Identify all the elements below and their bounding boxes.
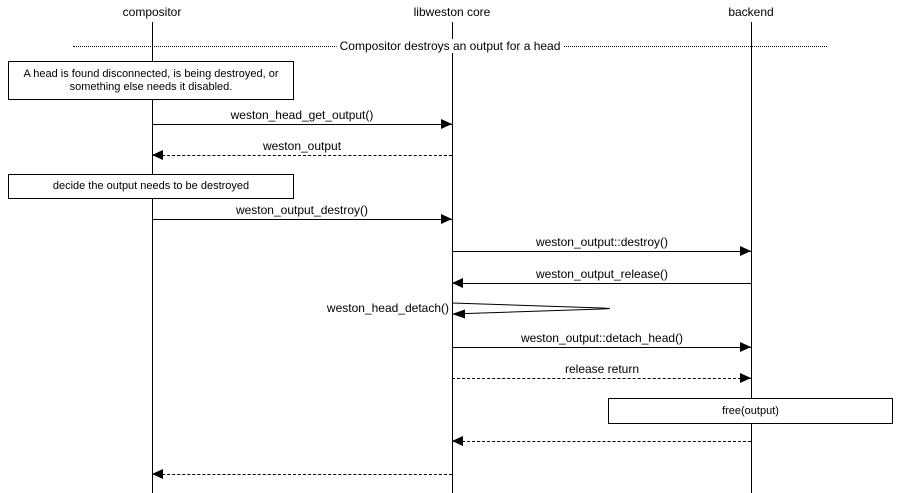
message-arrowhead-release-return bbox=[740, 373, 751, 383]
message-label-weston-output-release: weston_output_release() bbox=[531, 267, 673, 281]
message-line-weston-head-get-output bbox=[152, 124, 452, 125]
actor-label-libweston-core: libweston core bbox=[413, 5, 491, 19]
note-decide-destroy: decide the output needs to be destroyed bbox=[8, 174, 294, 199]
message-arrowhead-weston-output-destroy-vfunc bbox=[740, 246, 751, 256]
message-line-weston-output-destroy bbox=[152, 219, 452, 220]
message-label-weston-output-destroy-vfunc: weston_output::destroy() bbox=[531, 235, 673, 249]
message-label-release-return: release return bbox=[560, 362, 644, 376]
lifeline-libweston-core bbox=[452, 22, 453, 493]
message-arrowhead-destroy-return-to-core bbox=[452, 436, 463, 446]
message-line-weston-output-release bbox=[452, 283, 751, 284]
message-arrowhead-destroy-return-to-compositor bbox=[152, 469, 163, 479]
message-line-weston-output-return bbox=[152, 155, 452, 156]
note-head-disconnected: A head is found disconnected, is being d… bbox=[8, 61, 294, 100]
message-arrowhead-weston-output-detach-head bbox=[740, 342, 751, 352]
selfloop-shape bbox=[451, 302, 611, 319]
message-label-weston-head-get-output: weston_head_get_output() bbox=[226, 108, 378, 122]
lifeline-backend bbox=[751, 22, 752, 493]
message-line-destroy-return-to-core bbox=[452, 441, 751, 442]
message-selfloop-weston-head-detach bbox=[451, 296, 617, 331]
message-line-destroy-return-to-compositor bbox=[152, 474, 452, 475]
message-arrowhead-weston-output-return bbox=[152, 150, 163, 160]
note-free-output: free(output) bbox=[608, 398, 893, 424]
message-label-weston-output-destroy: weston_output_destroy() bbox=[231, 203, 373, 217]
actor-label-backend: backend bbox=[728, 5, 774, 19]
message-arrowhead-weston-output-destroy bbox=[441, 214, 452, 224]
message-line-weston-output-destroy-vfunc bbox=[452, 251, 751, 252]
message-arrowhead-weston-head-get-output bbox=[441, 119, 452, 129]
lifeline-compositor bbox=[152, 22, 153, 493]
message-line-release-return bbox=[452, 378, 751, 379]
message-label-weston-output-detach-head: weston_output::detach_head() bbox=[516, 331, 688, 345]
message-line-weston-output-detach-head bbox=[452, 347, 751, 348]
message-label-weston-output-return: weston_output bbox=[258, 139, 346, 153]
actor-label-compositor: compositor bbox=[122, 5, 182, 19]
section-divider-label: Compositor destroys an output for a head bbox=[336, 39, 564, 53]
message-label-weston-head-detach: weston_head_detach() bbox=[322, 301, 451, 315]
message-arrowhead-weston-output-release bbox=[452, 278, 463, 288]
